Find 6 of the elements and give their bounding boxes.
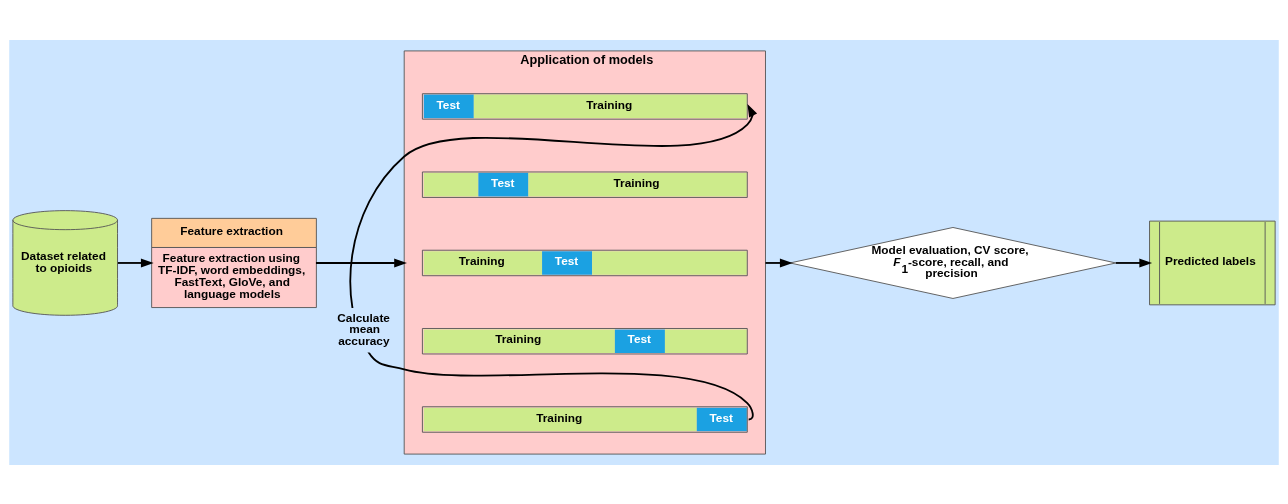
arrow — [315, 258, 407, 267]
arrow — [764, 258, 793, 267]
arrow — [349, 103, 758, 420]
edge-label: Calculate mean accuracy — [337, 310, 390, 348]
arrow — [117, 258, 154, 267]
arrow — [1115, 258, 1153, 267]
